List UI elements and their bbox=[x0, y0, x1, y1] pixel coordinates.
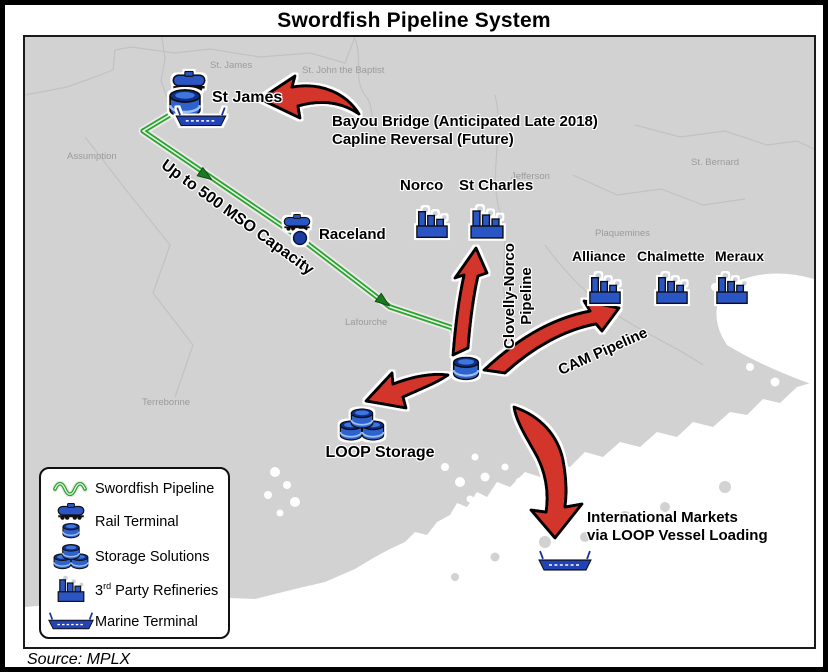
map-graphics bbox=[25, 37, 814, 647]
coastal-islands bbox=[451, 481, 731, 581]
parish-label-lafourche: Lafourche bbox=[345, 317, 388, 328]
label-international-markets-1: International Markets bbox=[587, 509, 738, 526]
figure-title: Swordfish Pipeline System bbox=[277, 9, 551, 32]
raceland-railcar-icon bbox=[283, 213, 311, 232]
alliance-refinery-icon bbox=[589, 272, 621, 305]
map-canvas: St. James St. John the Baptist Assumptio… bbox=[23, 35, 816, 649]
legend-row-marine: Marine Terminal bbox=[47, 606, 222, 637]
third-party-refineries-icon bbox=[47, 574, 95, 606]
clovelly-norco-arrow bbox=[451, 246, 489, 357]
loop-storage-arrow bbox=[364, 371, 450, 410]
legend-label-marine: Marine Terminal bbox=[95, 613, 198, 630]
legend-label-rail: Rail Terminal bbox=[95, 514, 179, 530]
international-markets-arrow bbox=[512, 405, 584, 540]
label-alliance: Alliance bbox=[572, 248, 626, 264]
parish-label-st-bernard: St. Bernard bbox=[691, 157, 740, 168]
legend-label-refineries: 3rd Party Refineries bbox=[95, 580, 219, 599]
clovelly-hub-drum-icon bbox=[452, 356, 480, 381]
label-st-charles: St Charles bbox=[459, 177, 534, 194]
parish-label-st-john: St. John the Baptist bbox=[302, 65, 385, 76]
legend-label-storage: Storage Solutions bbox=[95, 549, 210, 565]
label-norco: Norco bbox=[400, 177, 444, 194]
st-charles-refinery-icon bbox=[470, 205, 504, 239]
st-james-storage-icon bbox=[168, 88, 202, 118]
parish-label-terrebonne: Terrebonne bbox=[142, 397, 191, 408]
bayou-bridge-arrow bbox=[258, 74, 361, 120]
flow-arrows bbox=[258, 74, 621, 540]
label-st-james: St James bbox=[212, 89, 283, 106]
legend-row-refineries: 3rd Party Refineries bbox=[47, 573, 222, 606]
meraux-refinery-icon bbox=[716, 272, 748, 305]
parish-label-plaquemines: Plaquemines bbox=[595, 228, 650, 239]
legend-row-pipeline: Swordfish Pipeline bbox=[47, 475, 222, 503]
marine-terminal-icon bbox=[47, 609, 95, 635]
label-clovelly-norco-pipeline: Clovelly-Norco Pipeline bbox=[501, 243, 535, 349]
label-international-markets-2: via LOOP Vessel Loading bbox=[587, 527, 768, 544]
label-bayou-bridge: Bayou Bridge (Anticipated Late 2018) bbox=[332, 113, 598, 130]
loop-storage-drums-icon bbox=[340, 409, 383, 440]
source-attribution: Source: MPLX bbox=[27, 651, 131, 668]
raceland-terminal-dot bbox=[292, 230, 308, 246]
storage-solutions-icon bbox=[47, 542, 95, 572]
label-meraux: Meraux bbox=[715, 248, 765, 264]
legend: Swordfish Pipeline Rail Terminal Stor bbox=[39, 467, 230, 639]
cam-pipeline-arrow bbox=[482, 299, 621, 375]
label-loop-storage: LOOP Storage bbox=[325, 444, 435, 461]
legend-label-pipeline: Swordfish Pipeline bbox=[95, 481, 215, 497]
parish-label-assumption: Assumption bbox=[67, 151, 117, 162]
parish-label-jefferson: Jefferson bbox=[511, 171, 550, 182]
rail-terminal-icon bbox=[47, 503, 95, 541]
st-james-railcar-icon bbox=[171, 70, 207, 93]
label-chalmette: Chalmette bbox=[637, 248, 705, 264]
parish-label-st-james: St. James bbox=[210, 60, 253, 71]
chalmette-refinery-icon bbox=[656, 272, 688, 305]
norco-refinery-icon bbox=[416, 206, 448, 239]
label-capline-reversal: Capline Reversal (Future) bbox=[332, 131, 514, 148]
swordfish-pipeline-icon bbox=[47, 481, 95, 497]
legend-row-rail: Rail Terminal bbox=[47, 503, 222, 541]
legend-row-storage: Storage Solutions bbox=[47, 541, 222, 573]
label-raceland: Raceland bbox=[319, 226, 386, 243]
